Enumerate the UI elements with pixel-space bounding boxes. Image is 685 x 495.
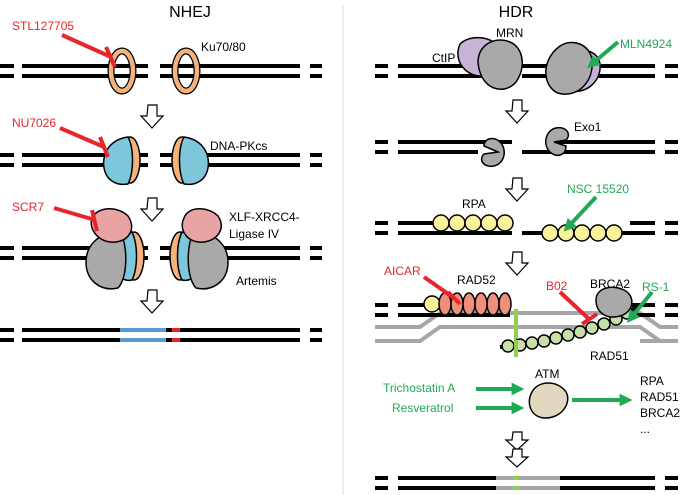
rad52-ring	[438, 292, 512, 316]
mln4924-activator: MLN4924	[587, 37, 672, 69]
hdr-step-arrow-4b	[504, 448, 530, 468]
dna-pkcs-left	[102, 136, 134, 186]
artemis-label: Artemis	[236, 274, 277, 288]
aicar-label: AICAR	[384, 264, 421, 278]
donor-template-top	[375, 311, 678, 329]
mrn-left	[477, 39, 523, 91]
stl127705-label: STL127705	[12, 19, 74, 33]
atm-target-brca2: BRCA2	[640, 406, 680, 420]
rpa-bound	[423, 295, 441, 313]
mrn-label: MRN	[496, 26, 523, 40]
rpa-filament-left	[432, 214, 514, 232]
scr7-label: SCR7	[12, 200, 44, 214]
atm-targets: RPA RAD51 BRCA2 ...	[640, 374, 680, 436]
rad51-label: RAD51	[590, 349, 629, 363]
nsc15520-label: NSC 15520	[567, 182, 629, 196]
b02-inhibitor: B02	[546, 279, 599, 326]
hdr-step-arrow-1	[504, 99, 530, 124]
rs1-label: RS-1	[642, 280, 670, 294]
atm-protein	[528, 382, 569, 419]
hdr-step5: Trichostatin A Resveratrol ATM RPA RAD51…	[383, 367, 680, 436]
hdr-step-arrow-2	[504, 177, 530, 202]
ku70-80-ring-right-fill	[172, 48, 200, 94]
nu7026-inhibitor: NU7026	[12, 116, 110, 158]
xlf-xrcc4-label: XLF-XRCC4-	[229, 210, 300, 224]
dna-pkcs-label: DNA-PKcs	[210, 139, 267, 153]
nhej-step-arrow-3	[139, 289, 165, 314]
atm-target-rad51: RAD51	[640, 390, 679, 404]
rad52-label: RAD52	[457, 273, 496, 287]
exo1-left	[480, 137, 505, 168]
hdr-step1: CtIP MRN MLN4924	[375, 26, 678, 95]
aicar-inhibitor: AICAR	[384, 264, 462, 306]
exo1-label: Exo1	[574, 120, 602, 134]
hdr-repaired-dna	[375, 476, 678, 490]
brca2-label: BRCA2	[590, 277, 630, 291]
scr7-inhibitor: SCR7	[12, 200, 99, 232]
hdr-step-arrow-4a	[504, 431, 530, 451]
ctip-label: CtIP	[432, 51, 455, 65]
hdr-step-arrow-3	[504, 251, 530, 276]
atm-label: ATM	[535, 367, 559, 381]
b02-label: B02	[546, 279, 568, 293]
nhej-step3: XLF-XRCC4- Ligase IV Artemis SCR7	[0, 200, 322, 290]
brca2	[595, 286, 633, 318]
stl127705-inhibitor: STL127705	[12, 19, 117, 68]
ligase-iv-label: Ligase IV	[229, 227, 279, 241]
nhej-title: NHEJ	[169, 4, 211, 21]
ligase-iv-right	[181, 208, 222, 243]
nhej-repair-junction	[120, 328, 180, 342]
nu7026-label: NU7026	[12, 116, 56, 130]
exo1-right	[545, 126, 570, 157]
nhej-step-arrow-2	[139, 197, 165, 222]
dna-pkcs-right	[178, 136, 210, 186]
rs1-activator: RS-1	[626, 280, 670, 323]
hdr-step2: Exo1	[375, 120, 678, 168]
nhej-step2: DNA-PKcs NU7026	[0, 116, 322, 186]
dna-break-left	[0, 64, 322, 78]
hdr-step3: RPA NSC 15520	[375, 182, 678, 242]
hdr-title: HDR	[499, 4, 534, 21]
ku70-80-label: Ku70/80	[201, 40, 246, 54]
mln4924-label: MLN4924	[620, 37, 672, 51]
mrn-right	[545, 41, 593, 95]
donor-template-bottom	[375, 325, 678, 343]
nhej-step-arrow-1	[139, 104, 165, 129]
artemis-right	[187, 231, 229, 290]
ku70-80-ring-left-fill	[108, 48, 136, 94]
trichostatin-a-label: Trichostatin A	[383, 381, 455, 395]
ligase-iv-left	[90, 208, 133, 243]
atm-target-more: ...	[640, 422, 650, 436]
nsc15520-activator: NSC 15520	[563, 182, 629, 232]
rpa-filament-right	[541, 224, 623, 242]
artemis-left	[85, 231, 127, 290]
resveratrol-label: Resveratrol	[392, 401, 453, 415]
nhej-repaired-dna	[0, 328, 322, 342]
nhej-step1: Ku70/80 STL127705	[0, 19, 322, 95]
rpa-label: RPA	[462, 197, 486, 211]
hdr-repaired-segment	[496, 476, 560, 490]
hdr-step4: RAD52 AICAR BRCA2 RAD51 B02 RS-1	[375, 264, 678, 363]
atm-target-rpa: RPA	[640, 374, 664, 388]
